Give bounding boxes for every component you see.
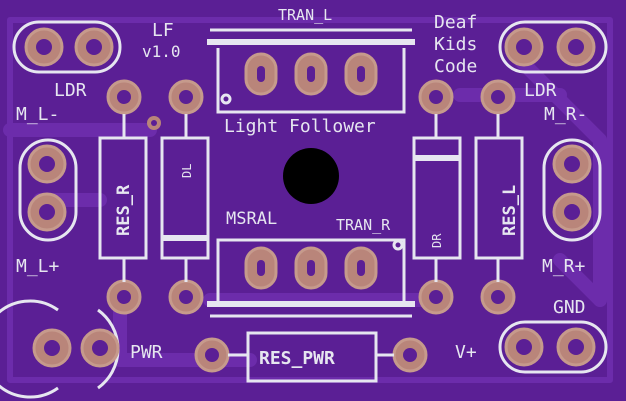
label-kids: Kids <box>434 34 477 55</box>
label-light-follower: Light Follower <box>224 116 376 137</box>
tran-r-footprint <box>207 238 415 318</box>
tran-l-pads <box>244 52 378 96</box>
component-outlines <box>98 114 524 383</box>
label-m-l-minus: M_L- <box>16 104 59 125</box>
label-m-l-plus: M_L+ <box>16 256 60 277</box>
label-msral: MSRAL <box>226 209 277 229</box>
ldr-left-header <box>12 20 122 74</box>
pwr-header <box>0 299 120 399</box>
label-tran-r: TRAN_R <box>336 216 391 234</box>
label-res-pwr: RES_PWR <box>259 348 335 369</box>
ldr-right-header <box>498 20 608 74</box>
label-tran-l: TRAN_L <box>278 6 332 24</box>
gnd-header <box>498 320 608 374</box>
label-res-r: RES_R <box>114 184 134 236</box>
label-dl: DL <box>180 164 194 178</box>
label-m-r-minus: M_R- <box>544 104 587 125</box>
tran-r-pads <box>244 246 378 290</box>
label-ldr-left: LDR <box>54 80 87 101</box>
label-deaf: Deaf <box>434 12 477 33</box>
tran-l-footprint <box>207 28 415 114</box>
motor-left-header <box>18 138 78 242</box>
label-version: v1.0 <box>142 42 181 61</box>
mounting-hole <box>283 148 339 204</box>
label-code: Code <box>434 56 477 77</box>
label-res-l: RES_L <box>500 185 520 236</box>
label-pwr: PWR <box>130 342 163 363</box>
label-gnd: GND <box>553 297 586 318</box>
label-ldr-right: LDR <box>524 80 557 101</box>
label-dr: DR <box>430 233 444 248</box>
label-v-plus: V+ <box>455 342 477 363</box>
motor-right-header <box>542 138 602 242</box>
copper-traces <box>3 17 613 383</box>
label-lf: LF <box>152 20 174 41</box>
label-m-r-plus: M_R+ <box>542 256 586 277</box>
